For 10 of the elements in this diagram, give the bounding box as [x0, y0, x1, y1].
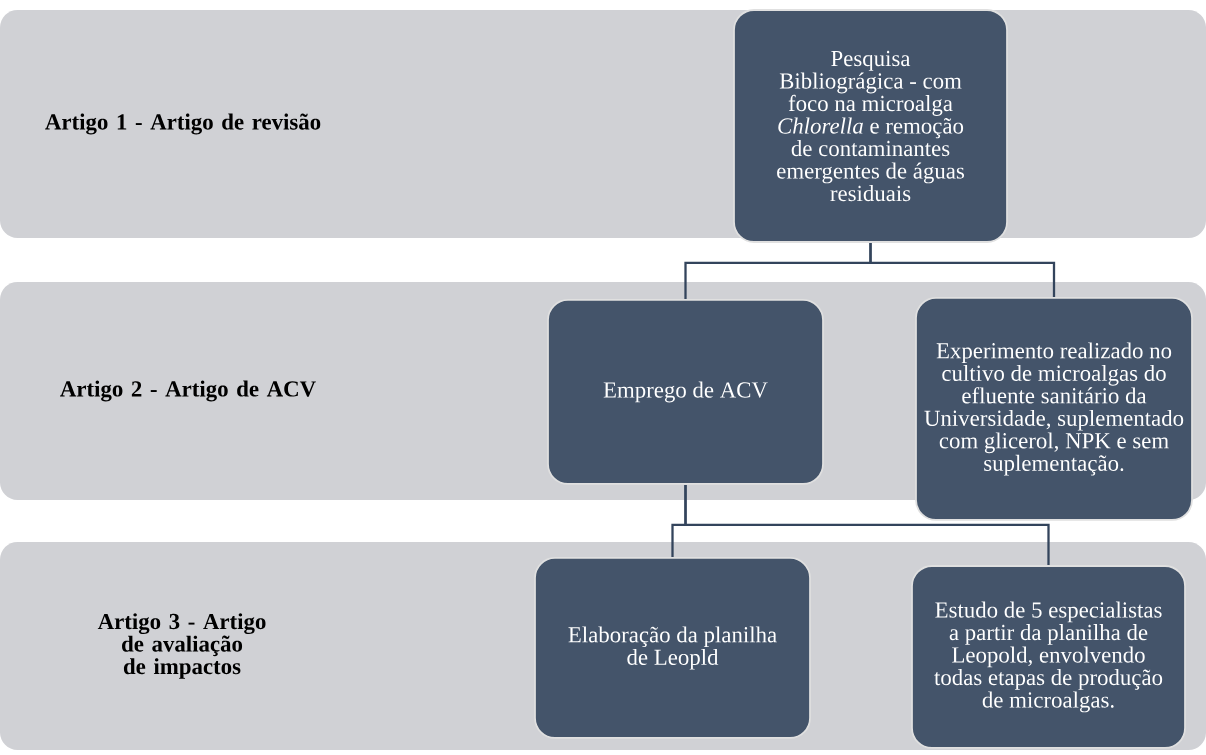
- band-label: Artigo 3 - Artigo de avaliação de impactos: [97, 613, 266, 679]
- process-box: Elaboração da planilha de Leopld: [534, 557, 811, 739]
- process-box: Emprego de ACV: [547, 299, 824, 485]
- connector: [684, 484, 1050, 566]
- process-box: Estudo de 5 especialistas a partir da planilha de Leopold, envolvendo todas etapas de produção de microalgas.: [911, 565, 1186, 749]
- band-label: Artigo 1 - Artigo de revisão: [45, 113, 321, 135]
- process-box: Experimento realizado no cultivo de microalgas do efluente sanitário da Universidade, suplementado com glicerol, NPK e sem suplementação.: [915, 297, 1193, 521]
- band-label: Artigo 2 - Artigo de ACV: [60, 380, 316, 402]
- connector: [869, 242, 1056, 298]
- process-box: Pesquisa Bibliográgica - com foco na microalga Chlorella e remoção de contaminantes emergentes de águas residuais: [733, 9, 1008, 243]
